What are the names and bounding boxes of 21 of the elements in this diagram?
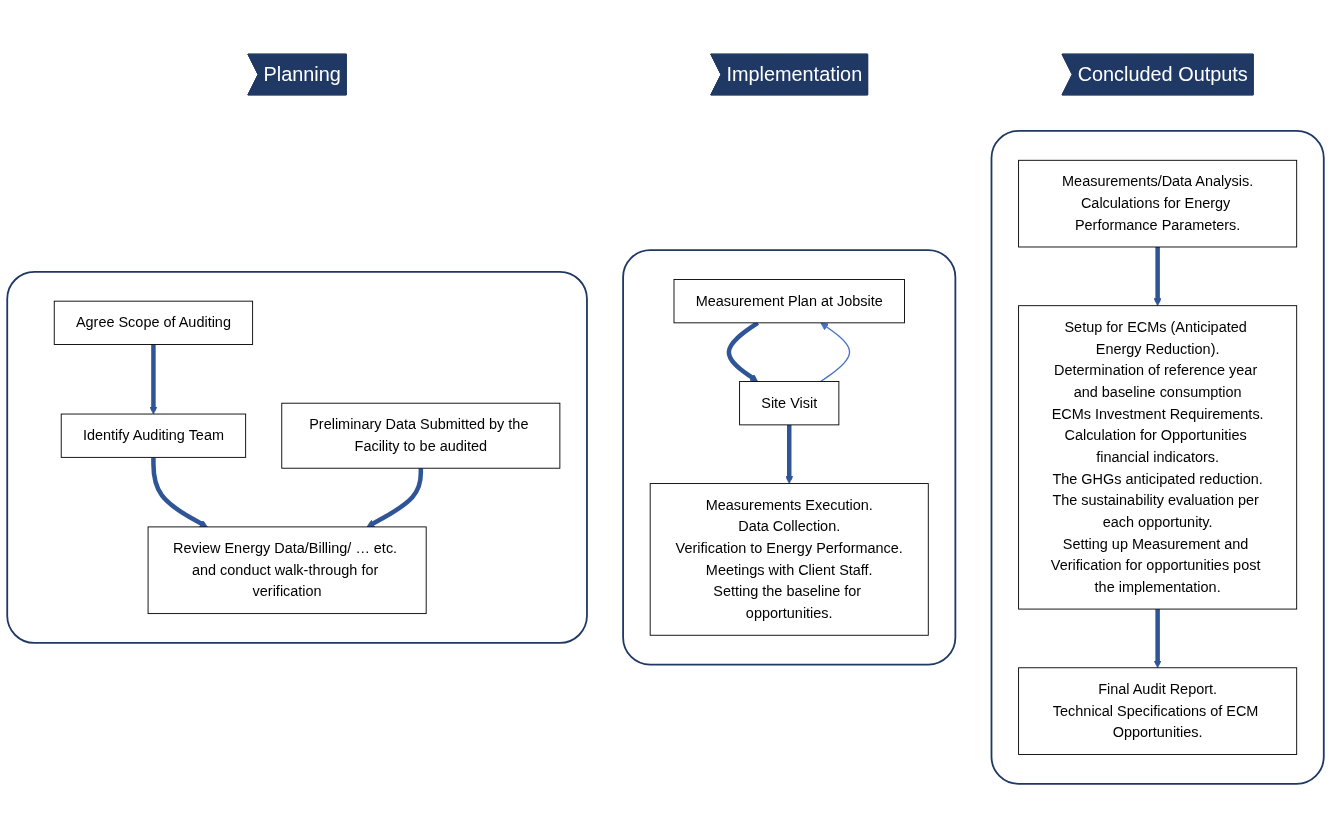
cluster	[6, 270, 588, 644]
node-box: Agree Scope of Auditing	[53, 300, 254, 345]
arrow	[785, 424, 794, 484]
cluster	[990, 130, 1325, 785]
node-box: Site Visit	[739, 381, 840, 426]
node-box: Measurements Execution. Data Collection. Verification to Energy Performance. Meetings with Client Staff. Setting the baseline for opportunities.	[649, 483, 929, 636]
cluster	[622, 249, 957, 666]
node-box: Measurements/Data Analysis. Calculations for Energy Performance Parameters.	[1018, 159, 1298, 248]
arrow	[726, 321, 760, 382]
node-box: Identify Auditing Team	[60, 413, 247, 458]
node-box: Review Energy Data/Billing/ … etc. and conduct walk-through for verification	[147, 526, 427, 615]
node-box: Preliminary Data Submitted by the Facility to be audited	[281, 402, 561, 469]
arrow	[151, 457, 208, 528]
arrow	[366, 468, 424, 528]
arrow	[1153, 247, 1162, 307]
node-box: Setup for ECMs (Anticipated Energy Reduction). Determination of reference year and baseline consumption ECMs Investment Requirements. Calculation for Opportunities financial indicators. The GHGs anticipated reduction. The sustainability evaluation per each opportunity. Setting up Measurement and Verification for opportunities post the implementation.	[1018, 305, 1298, 610]
arrow	[1153, 609, 1162, 669]
node-box: Measurement Plan at Jobsite	[673, 279, 905, 324]
arrow	[149, 344, 158, 415]
node-box: Final Audit Report. Technical Specifications of ECM Opportunities.	[1018, 667, 1298, 755]
arrow	[820, 322, 851, 383]
